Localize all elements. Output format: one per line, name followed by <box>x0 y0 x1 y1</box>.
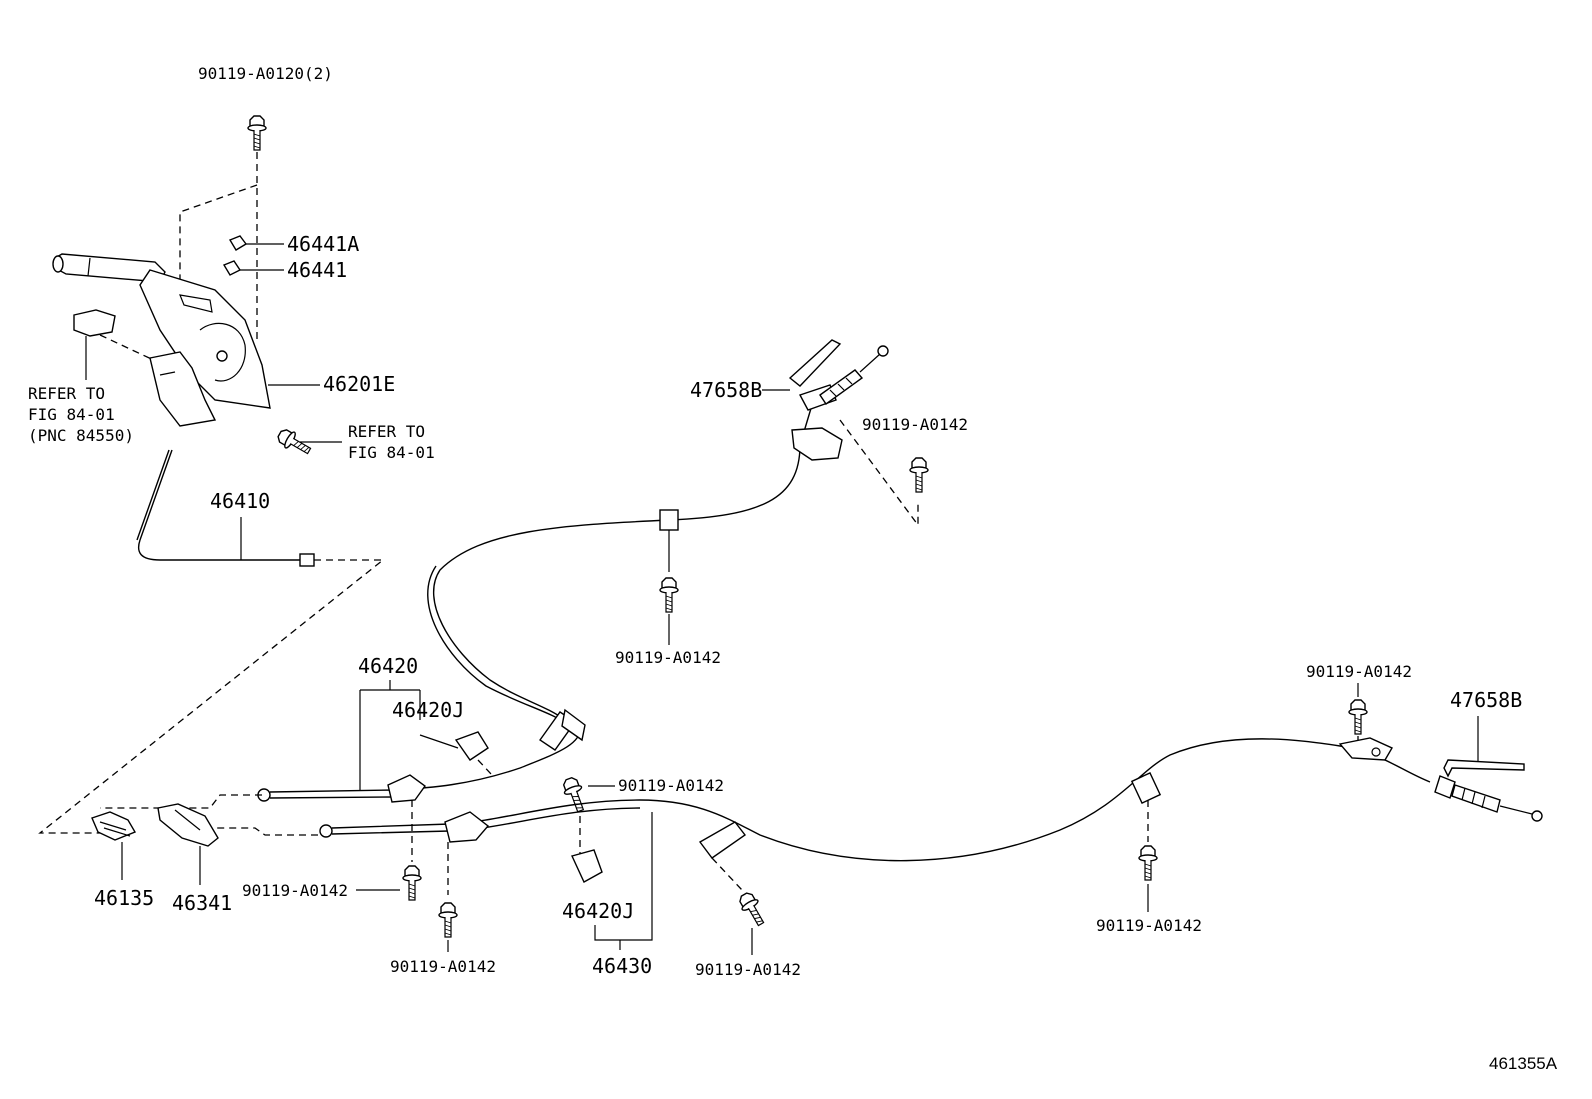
part-label-46441: 46441 <box>287 258 347 282</box>
clip-46441a-icon <box>228 235 248 251</box>
part-label-46201e: 46201E <box>323 372 395 396</box>
cable-end-icon <box>299 553 315 567</box>
cable-joint-icon <box>444 811 490 843</box>
cable-grommet-icon <box>659 509 679 531</box>
part-label-46420: 46420 <box>358 654 418 678</box>
cable-bracket-icon <box>698 821 747 859</box>
cable-clip-icon <box>571 849 603 883</box>
equalizer-icon <box>387 774 426 803</box>
part-label-46441a: 46441A <box>287 232 359 256</box>
part-label-46410: 46410 <box>210 489 270 513</box>
rear-cable-upper: 90119-A0142 47658B 90119-A0142 <box>427 339 968 728</box>
parking-brake-lever-assembly: 90119-A0120(2) 46441A 46441 REFER TO FIG… <box>28 64 435 834</box>
part-label-47658b-top: 47658B <box>690 378 762 402</box>
bolt-icon <box>1138 845 1158 881</box>
bolt-icon <box>247 115 267 151</box>
refer-label-line3: (PNC 84550) <box>28 426 134 445</box>
bolt-icon <box>1348 699 1368 735</box>
bracket-46341-icon <box>157 803 219 847</box>
cable-bracket-icon <box>1338 737 1393 761</box>
bolt-label-left-mid: 90119-A0142 <box>242 881 348 900</box>
bolt-label-left-bottom: 90119-A0142 <box>390 957 496 976</box>
part-label-46430: 46430 <box>592 954 652 978</box>
brake-switch-icon <box>73 309 116 337</box>
bolt-icon <box>402 865 422 901</box>
refer-label-2-line2: FIG 84-01 <box>348 443 435 462</box>
rear-cable-lower: 90119-A0142 46420J 46430 90119-A0142 901… <box>319 662 1543 979</box>
bolt-label-right-top: 90119-A0142 <box>1306 662 1412 681</box>
clip-46441-icon <box>222 260 242 276</box>
cable-strap-icon <box>788 339 842 387</box>
part-label-47658b-right: 47658B <box>1450 688 1522 712</box>
refer-label-line1: REFER TO <box>28 384 105 403</box>
refer-label-line2: FIG 84-01 <box>28 405 115 424</box>
bolt-label-center: 90119-A0142 <box>618 776 724 795</box>
cable-clip-icon <box>454 731 489 761</box>
part-label-46135: 46135 <box>94 886 154 910</box>
part-label-46341: 46341 <box>172 891 232 915</box>
bolt-icon <box>659 577 679 613</box>
refer-label-2-line1: REFER TO <box>348 422 425 441</box>
bolt-label-top-right: 90119-A0142 <box>862 415 968 434</box>
cable-strap-icon <box>1443 759 1525 778</box>
cable-bracket-icon <box>791 427 843 461</box>
cable-threaded-end-icon <box>1451 784 1501 813</box>
bolt-icon <box>559 774 590 815</box>
part-label-46420j-top: 46420J <box>392 698 464 722</box>
cable-grommet-icon <box>1130 771 1162 805</box>
bolt-icon <box>909 457 929 493</box>
lever-bracket-icon <box>149 351 217 427</box>
diagram-id: 461355A <box>1489 1054 1558 1073</box>
bolt-label-bottom-mid: 90119-A0142 <box>695 960 801 979</box>
equalizer-section: 46420 46420J 90119-A0142 46135 46341 <box>91 654 724 915</box>
bolt-icon <box>438 902 458 938</box>
bolt-label-mid-upper: 90119-A0142 <box>615 648 721 667</box>
bolt-label-top: 90119-A0120(2) <box>198 64 333 83</box>
part-label-46420j-bottom: 46420J <box>562 899 634 923</box>
bolt-icon <box>735 889 770 930</box>
bolt-label-right-bottom: 90119-A0142 <box>1096 916 1202 935</box>
